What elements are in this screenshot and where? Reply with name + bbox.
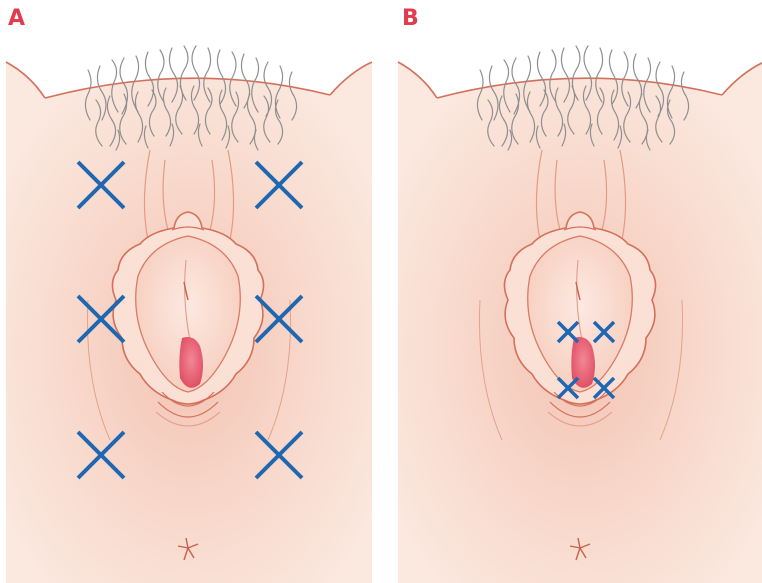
anatomy-drawing-a (6, 62, 372, 583)
panel-b (398, 46, 762, 583)
panel-a (6, 46, 372, 583)
anatomy-drawing-b (398, 62, 762, 583)
panel-gap (372, 0, 392, 583)
